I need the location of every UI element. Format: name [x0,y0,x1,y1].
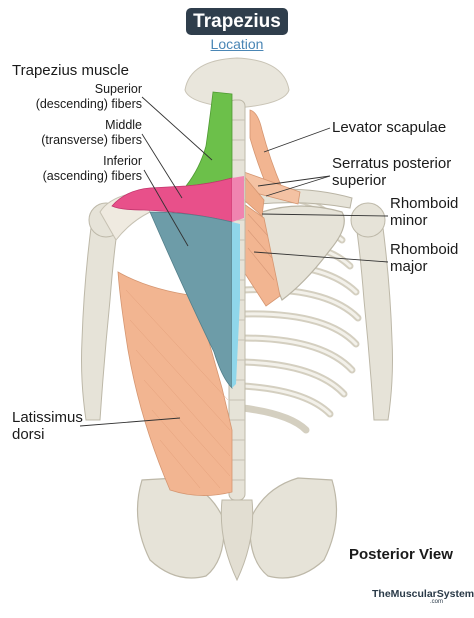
label-latissimus-line2: dorsi [12,426,45,443]
view-caption: Posterior View [349,546,453,563]
label-middle-line1: Middle [105,118,142,132]
left-ilium [136,477,225,579]
label-serratus-line1: Serratus posterior [332,155,452,172]
right-ilium [249,477,338,579]
right-humeral-head [350,202,386,238]
left-humerus [81,219,119,421]
label-latissimus-line1: Latissimus [12,409,83,426]
leader-lines [79,96,389,427]
brand-suffix: .com [430,599,444,605]
label-inferior-line2: (ascending) fibers [42,169,142,183]
page-title: Trapezius [186,8,288,35]
brand-logo: TheMuscularSystem [372,588,474,600]
label-trapezius-muscle: Trapezius muscle [12,62,129,79]
label-superior-line1: Superior [94,82,142,96]
trapezius-right-inferior [232,222,240,388]
levator-scapulae [249,109,283,195]
label-rhomboid-minor-line2: minor [390,212,428,229]
label-levator-scapulae: Levator scapulae [332,119,447,136]
trapezius-inferior-fibers [149,211,233,389]
label-rhomboid-minor: Rhomboid minor [390,195,458,229]
page-subtitle: Location [210,36,264,52]
label-superior-line2: (descending) fibers [35,97,142,111]
label-superior-fibers: Superior (descending) fibers [18,82,142,112]
label-serratus-posterior: Serratus posterior superior [332,155,451,189]
label-inferior-line1: Inferior [103,154,142,168]
label-rhomboid-major-line1: Rhomboid [390,241,459,258]
label-inferior-fibers: Inferior (ascending) fibers [18,154,142,184]
trapezius-right-edge [232,176,244,222]
label-rhomboid-major: Rhomboid major [390,241,458,275]
trapezius-superior-fibers [185,91,233,187]
label-rhomboid-major-line2: major [390,258,428,275]
trapezius-middle-fibers [111,177,233,223]
label-latissimus-dorsi: Latissimus dorsi [12,409,83,443]
label-serratus-line2: superior [332,172,387,189]
label-rhomboid-minor-line1: Rhomboid [390,195,459,212]
right-humerus [355,219,393,421]
label-middle-fibers: Middle (transverse) fibers [18,118,142,148]
sacrum [220,499,254,582]
label-middle-line2: (transverse) fibers [41,133,142,147]
